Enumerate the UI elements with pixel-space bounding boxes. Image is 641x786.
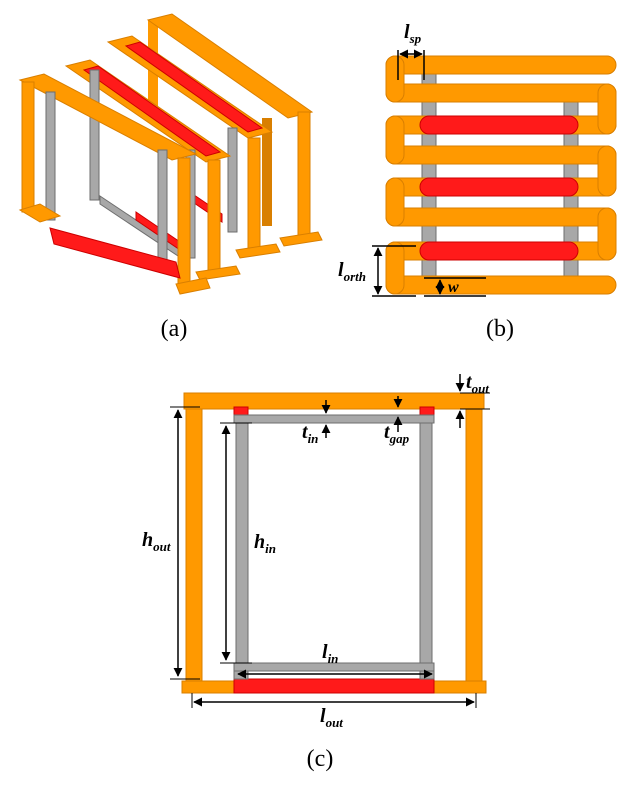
- svg-text:lorth: lorth: [338, 259, 366, 284]
- dim-h-in: hin: [220, 422, 276, 664]
- svg-text:w: w: [448, 279, 459, 296]
- svg-text:tgap: tgap: [384, 421, 410, 446]
- frame-1: [18, 73, 211, 295]
- red-bar-1: [419, 115, 579, 135]
- panel-b-top-view: lsp lorth w (b): [338, 21, 617, 342]
- svg-text:hin: hin: [254, 531, 276, 556]
- panel-a-label: (a): [161, 316, 188, 342]
- dim-t-gap: tgap: [384, 396, 410, 446]
- dim-h-out: hout: [142, 406, 200, 680]
- red-bar-2: [419, 177, 579, 197]
- panel-b-label: (b): [486, 316, 514, 342]
- dim-l-sp: lsp: [397, 21, 425, 80]
- outer-leg-left: [185, 408, 203, 682]
- outer-foot-right: [433, 680, 487, 694]
- dim-l-out: lout: [191, 693, 477, 730]
- svg-text:hout: hout: [142, 529, 171, 554]
- dim-w: w: [424, 277, 486, 297]
- svg-text:lout: lout: [320, 705, 343, 730]
- outer-foot-left: [181, 680, 235, 694]
- dim-t-in: tin: [302, 400, 331, 446]
- panel-c-side-view: tout tin tgap hout hin: [142, 371, 490, 772]
- dim-l-orth: lorth: [338, 245, 416, 297]
- red-bar-3: [419, 241, 579, 261]
- svg-text:tin: tin: [302, 421, 318, 446]
- inner-top-bar: [233, 414, 435, 424]
- inner-leg-left: [235, 422, 249, 672]
- panel-c-label: (c): [307, 746, 334, 772]
- svg-text:lsp: lsp: [404, 21, 422, 46]
- panel-a-isometric-view: (a): [18, 13, 323, 342]
- svg-text:lin: lin: [322, 641, 338, 666]
- outer-leg-right: [465, 408, 483, 682]
- svg-text:tout: tout: [466, 371, 489, 396]
- dim-l-in: lin: [237, 641, 433, 679]
- dim-t-out: tout: [455, 371, 490, 428]
- inner-leg-right: [419, 422, 433, 672]
- outer-top-bar: [183, 392, 485, 410]
- red-bottom-bar: [233, 678, 435, 694]
- frame-3: [106, 35, 281, 259]
